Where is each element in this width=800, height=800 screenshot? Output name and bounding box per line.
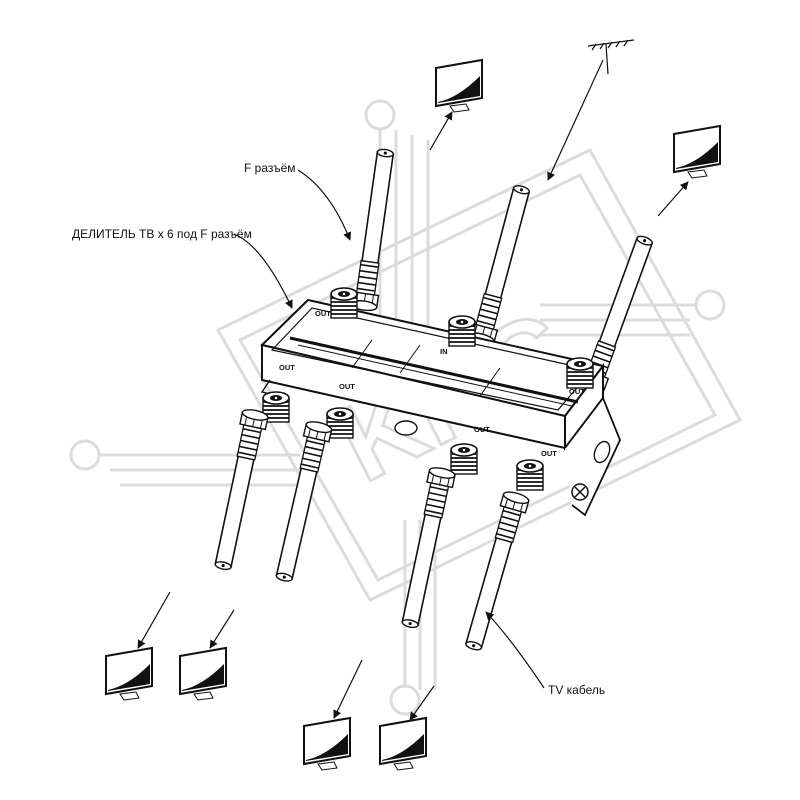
f-socket-icon [566, 357, 594, 389]
port-label-out: OUT [315, 309, 331, 318]
label-f-connector: F разъём [244, 161, 296, 175]
f-socket-icon [516, 459, 544, 491]
coax-cable-icon [349, 146, 400, 313]
coax-cable-icon [459, 488, 531, 654]
signal-arrows [137, 111, 689, 721]
antenna-icon [587, 39, 635, 75]
callout-line-tv-cable [485, 611, 545, 689]
port-label-out: OUT [474, 425, 490, 434]
callout-line-f-connector [297, 169, 352, 241]
f-socket-icon [330, 287, 358, 319]
port-label-out: OUT [541, 449, 557, 458]
ground-screw-icon [571, 483, 589, 501]
f-socket-icon [450, 443, 478, 475]
tv-icon [105, 647, 153, 701]
tv-icon [435, 59, 483, 113]
tv-icon [179, 647, 227, 701]
tv-icon [303, 717, 351, 771]
f-socket-icon [448, 315, 476, 347]
splitter-body-icon [259, 298, 621, 517]
tv-icon [379, 717, 427, 771]
port-label-out: OUT [339, 382, 355, 391]
port-label-out: OUT [569, 387, 585, 396]
coax-cable-icon [208, 407, 270, 573]
port-label-out: OUT [279, 363, 295, 372]
port-label-in: IN [440, 347, 448, 356]
label-tv-cable: TV кабель [548, 683, 605, 697]
tv-icon [673, 125, 721, 179]
callout-line-splitter [233, 233, 293, 309]
input-cable-arrow [547, 59, 604, 181]
label-splitter: ДЕЛИТЕЛЬ ТВ х 6 под F разъём [72, 227, 252, 241]
